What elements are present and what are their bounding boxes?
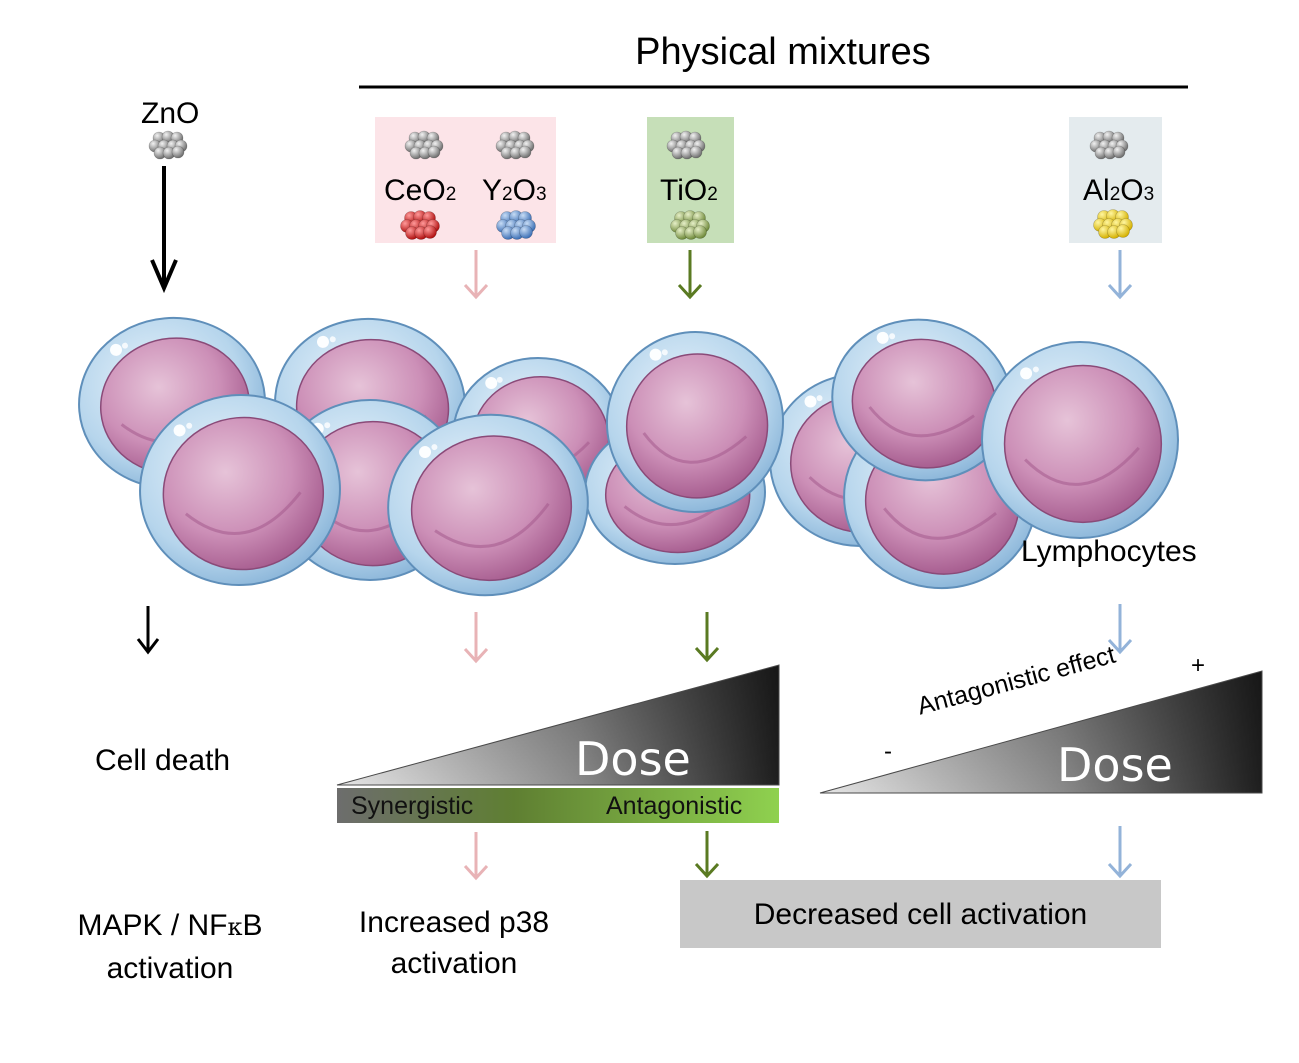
synergistic-label: Synergistic xyxy=(351,792,474,820)
pink-arrow-top xyxy=(463,250,489,300)
al2o3-al: Al xyxy=(1083,174,1110,207)
green-arrow-bottom xyxy=(694,831,720,879)
ceo2-subscript: 2 xyxy=(445,184,457,205)
p38-outcome-label: Increased p38 activation xyxy=(334,902,574,984)
minus-sign: - xyxy=(884,738,892,765)
dose-wedge-right xyxy=(819,670,1263,794)
al2o3-yellow-particle-cluster xyxy=(1093,209,1133,239)
green-arrow-top xyxy=(677,250,703,300)
mapk-text: MAPK / NF xyxy=(77,909,228,942)
y2o3-blue-particle-cluster xyxy=(496,210,536,240)
blue-arrow-middle xyxy=(1107,604,1133,655)
ceo2-text: CeO xyxy=(384,174,446,207)
ceo2-label: CeO2 xyxy=(384,176,456,206)
dose-wedge-left xyxy=(336,664,780,786)
p38-line2: activation xyxy=(390,947,518,980)
dose-label-left: Dose xyxy=(575,732,691,786)
antagonistic-label: Antagonistic xyxy=(606,792,743,820)
tio2-olive-particle-cluster xyxy=(670,210,710,240)
p38-line1: Increased p38 xyxy=(358,906,550,939)
lymphocyte-cell xyxy=(831,318,1013,482)
ceo2-red-particle-cluster xyxy=(400,210,440,240)
y2o3-label: Y2O3 xyxy=(482,176,547,206)
decreased-activation-box xyxy=(680,880,1161,948)
title: Physical mixtures xyxy=(635,31,931,73)
ceo2-grey-particle-cluster xyxy=(404,130,444,160)
zno-down-arrow xyxy=(150,166,178,294)
plus-sign: + xyxy=(1191,652,1206,679)
decreased-activation-label: Decreased cell activation xyxy=(753,898,1088,931)
tio2-label: TiO2 xyxy=(660,176,718,206)
al2o3-grey-particle-cluster xyxy=(1089,130,1129,160)
y2o3-y: Y xyxy=(482,174,503,207)
y2o3-grey-particle-cluster xyxy=(495,130,535,160)
green-arrow-middle xyxy=(694,612,720,663)
tio2-text: TiO xyxy=(660,174,708,207)
y2o3-o: O xyxy=(512,174,536,207)
tio2-subscript: 2 xyxy=(707,184,718,205)
lymphocyte-cell xyxy=(605,331,785,513)
lymphocytes-illustration xyxy=(78,316,1179,597)
zno-label: ZnO xyxy=(141,97,200,130)
lymphocyte-cell xyxy=(139,393,341,587)
synergy-antagonism-bar xyxy=(337,788,779,823)
al2o3-sub-2: 2 xyxy=(1109,184,1121,205)
blue-arrow-top xyxy=(1107,250,1133,300)
mapk-nfkb-label: MAPK / NFκB activation xyxy=(50,905,290,989)
mixture-arrows xyxy=(463,250,1133,881)
lymphocyte-cell xyxy=(981,341,1179,539)
cell-death-arrow xyxy=(136,606,160,655)
kappa-symbol: κ xyxy=(227,913,243,941)
al2o3-o: O xyxy=(1120,174,1144,207)
nfkb-b: B xyxy=(242,909,263,942)
pink-arrow-middle xyxy=(463,612,489,664)
tio2-grey-particle-cluster xyxy=(666,130,706,160)
y2o3-sub-3: 3 xyxy=(535,184,547,205)
al2o3-sub-3: 3 xyxy=(1143,184,1155,205)
cell-death-label: Cell death xyxy=(95,744,231,777)
al2o3-label: Al2O3 xyxy=(1083,176,1154,206)
y2o3-sub-2: 2 xyxy=(502,184,513,205)
particle-clusters xyxy=(148,130,1133,240)
lymphocyte-cell xyxy=(387,413,589,597)
pink-arrow-bottom xyxy=(463,832,489,881)
mapk-activation-text: activation xyxy=(106,952,234,985)
dose-label-right: Dose xyxy=(1057,738,1173,792)
lymphocytes-label: Lymphocytes xyxy=(1021,535,1197,568)
blue-arrow-bottom xyxy=(1107,826,1133,879)
zno-particle-cluster xyxy=(148,130,188,160)
